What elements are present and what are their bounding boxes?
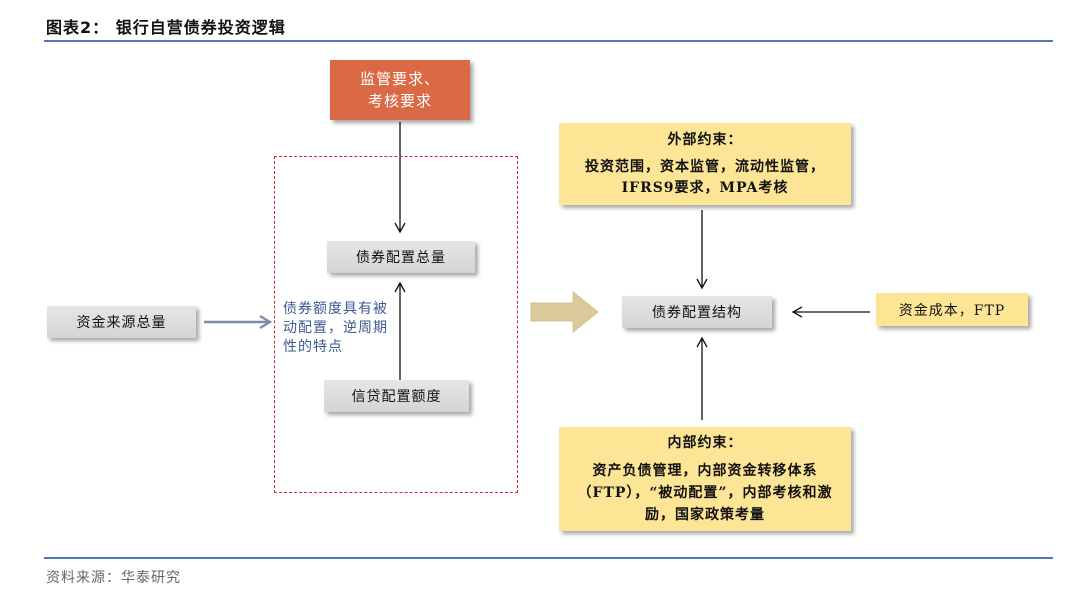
bond-allocation-total-box: 债券配置总量 [327,241,475,273]
external-constraints-box: 外部约束： 投资范围，资本监管，流动性监管，IFRS9要求，MPA考核 [559,123,851,205]
figure-title: 图表2： 银行自营债券投资逻辑 [46,18,286,37]
funding-source-total-box: 资金来源总量 [47,306,196,338]
internal-constraints-body: 资产负债管理，内部资金转移体系（FTP），“被动配置”，内部考核和激励，国家政策… [577,463,833,523]
regulatory-line-2: 考核要求 [367,92,432,110]
internal-constraints-heading: 内部约束： [667,435,743,451]
funding-cost-box: 资金成本，FTP [876,293,1028,326]
dashed-region [274,156,518,493]
big-arrow-to-structure [530,291,599,333]
bond-allocation-structure-box: 债券配置结构 [622,296,772,328]
passive-allocation-note: 债券额度具有被动配置，逆周期性的特点 [283,301,388,355]
credit-allocation-quota-box: 信贷配置额度 [324,380,469,412]
top-divider [44,40,1053,42]
regulatory-requirements-box: 监管要求、 考核要求 [330,60,470,120]
regulatory-line-1: 监管要求、 [359,70,440,88]
external-constraints-heading: 外部约束： [667,131,743,148]
internal-constraints-box: 内部约束： 资产负债管理，内部资金转移体系（FTP），“被动配置”，内部考核和激… [559,427,851,531]
external-constraints-body: 投资范围，资本监管，流动性监管，IFRS9要求，MPA考核 [585,158,825,196]
source-note: 资料来源：华泰研究 [46,570,181,586]
bottom-divider [44,557,1053,559]
